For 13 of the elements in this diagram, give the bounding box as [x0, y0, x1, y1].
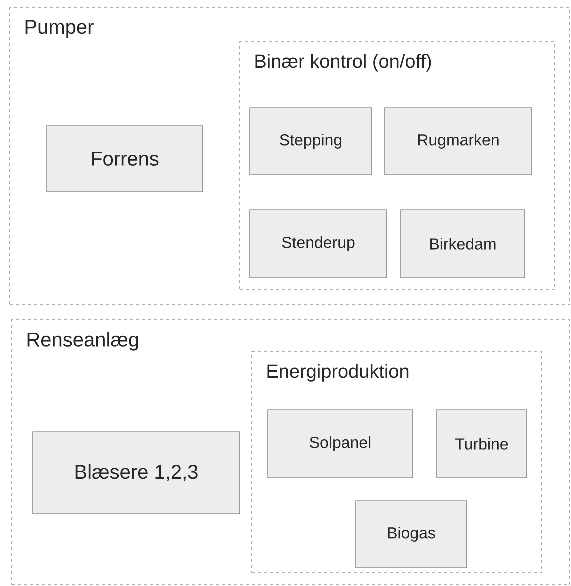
process-box: Forrens: [46, 126, 204, 192]
process-box: Stepping: [250, 108, 372, 176]
group-heading: Binær kontrol (on/off): [256, 54, 432, 72]
process-box: Stenderup: [250, 210, 388, 278]
process-box: Biogas: [356, 500, 468, 568]
process-box: Blæsere 1,2,3: [32, 432, 240, 514]
group-heading: Energiproduktion: [268, 364, 409, 382]
process-box: Rugmarken: [384, 108, 532, 176]
process-box: Turbine: [436, 410, 528, 478]
group-heading: Pumper: [26, 20, 94, 38]
process-box: Birkedam: [400, 210, 526, 278]
process-box: Solpanel: [268, 410, 414, 478]
group-heading: Renseanlæg: [28, 332, 138, 351]
